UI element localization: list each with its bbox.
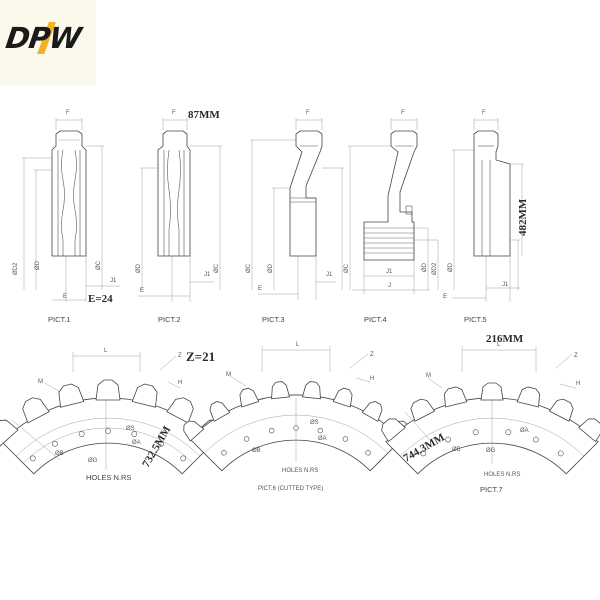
sprocket-dim-h: H — [370, 376, 374, 382]
dim-e: E — [258, 286, 262, 292]
callout-e: E=24 — [88, 293, 113, 305]
dim-j: J — [388, 283, 391, 289]
sprocket-dim-m: M — [226, 372, 231, 378]
dim-f: F — [306, 110, 310, 116]
dim-c: ØC — [96, 260, 102, 270]
sprocket-dim-m: M — [38, 379, 43, 385]
dim-d2: ØD2 — [13, 262, 19, 275]
logo: DPW — [0, 0, 96, 86]
sprocket-dim-a: ØA — [318, 436, 327, 442]
dim-c: ØC — [344, 263, 350, 273]
bolt-holes — [420, 429, 564, 457]
sprocket-dim-s: ØS — [126, 426, 135, 432]
callout-l: 216MM — [486, 333, 524, 345]
dim-c: ØC — [246, 263, 252, 273]
sprocket-dim-a: ØA — [132, 440, 141, 446]
sprocket-dim-s: ØS — [310, 420, 319, 426]
sprocket-dim-z: Z — [178, 353, 182, 359]
segment-pict2: F ØD ØC J1 E PICT.2 — [136, 110, 222, 324]
dim-d: ØD — [422, 262, 428, 272]
sprocket-dim-b: ØB — [452, 447, 461, 453]
sprocket-dim-g: ØG — [486, 448, 496, 454]
segment-pict3: F ØC ØD J1 E PICT.3 — [246, 110, 344, 324]
segment-body — [363, 130, 418, 261]
sprocket-dim-l: L — [296, 342, 300, 348]
callout-height: 482MM — [517, 198, 529, 236]
segment-body — [157, 130, 191, 257]
sprocket-dim-h: H — [576, 381, 580, 387]
sprocket-dim-b: ØB — [55, 451, 64, 457]
dim-f: F — [172, 110, 176, 116]
sprocket-dim-l: L — [104, 348, 108, 354]
sprocket-3: L Z M H ØB ØG ØA HOLES N.RS PICT.7 — [381, 342, 600, 494]
sprocket-dim-z: Z — [370, 352, 374, 358]
dim-f: F — [482, 110, 486, 116]
sprocket-dim-a: ØA — [520, 428, 529, 434]
callout-z: Z=21 — [186, 349, 215, 364]
sprocket-dim-l: L — [497, 342, 501, 348]
caption-sprocket1: HOLES N.RS — [86, 473, 131, 482]
dim-d: ØD — [448, 262, 454, 272]
sprocket-dim-z: Z — [574, 353, 578, 359]
segment-body — [51, 130, 87, 257]
bolt-holes — [29, 428, 187, 462]
dim-e: E — [443, 294, 447, 300]
sprocket-dim-h: H — [178, 380, 182, 386]
dim-d: ØD — [136, 263, 142, 273]
dim-c: ØC — [214, 263, 220, 273]
dim-e: E — [140, 288, 144, 294]
dim-d: ØD — [268, 263, 274, 273]
caption-sprocket2: PICT.6 (CUTTED TYPE) — [258, 486, 323, 492]
segment-body — [289, 130, 323, 257]
sprocket-dim-g: ØG — [88, 458, 98, 464]
sprocket-2: L Z M H ØB ØS ØA HOLES N.RS PICT.6 (CUTT… — [183, 342, 409, 492]
dim-j1: J1 — [386, 269, 393, 275]
dim-j1: J1 — [110, 278, 117, 284]
sprocket-sub: HOLES N.RS — [282, 468, 318, 474]
caption-pict4: PICT.4 — [364, 315, 387, 324]
caption-pict2: PICT.2 — [158, 315, 181, 324]
caption-pict5: PICT.5 — [464, 315, 487, 324]
sprocket-1: L Z M H ØB ØG ØS ØA HOLES N.RS — [0, 348, 225, 482]
sprocket-dim-m: M — [426, 373, 431, 379]
dim-e: E — [63, 294, 67, 300]
segment-pict1: F ØD2 ØD ØC J1 E PICT.1 — [13, 110, 120, 324]
callout-f: 87MM — [188, 109, 220, 121]
segment-pict5: F ØD J1 E PICT.5 — [443, 110, 524, 324]
dim-d2: ØD2 — [432, 262, 438, 275]
sprocket-teeth — [381, 382, 600, 443]
dim-f: F — [66, 110, 70, 116]
dim-d: ØD — [35, 260, 41, 270]
segment-pict4: F ØC J1 J ØD ØD2 PICT.4 — [344, 110, 439, 324]
dim-j1: J1 — [502, 282, 509, 288]
segment-body — [473, 130, 511, 257]
caption-sprocket3: PICT.7 — [480, 485, 503, 494]
sprocket-sub: HOLES N.RS — [484, 472, 520, 478]
sprocket-dim-b: ØB — [252, 448, 261, 454]
caption-pict1: PICT.1 — [48, 315, 71, 324]
dim-j1: J1 — [204, 272, 211, 278]
dim-f: F — [401, 110, 405, 116]
dim-j1: J1 — [326, 272, 333, 278]
caption-pict3: PICT.3 — [262, 315, 285, 324]
